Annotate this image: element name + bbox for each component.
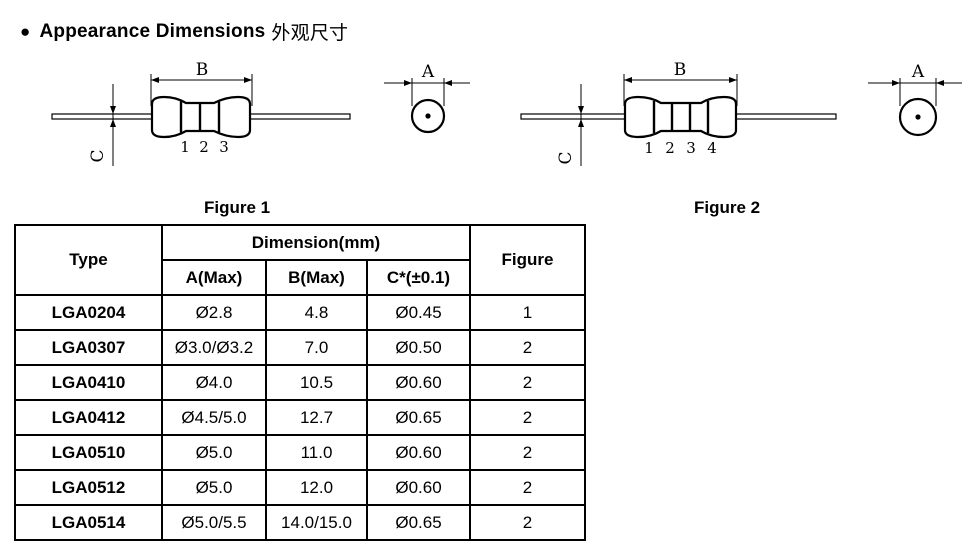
table-row: LGA0512 Ø5.0 12.0 Ø0.60 2 [14, 469, 586, 506]
figure2-caption: Figure 2 [694, 198, 761, 217]
cell-b: 7.0 [265, 329, 368, 366]
cell-a: Ø5.0 [161, 469, 267, 506]
figure2-label-b: B [674, 60, 687, 80]
figure2-end-view [868, 78, 962, 137]
cell-type: LGA0514 [14, 504, 163, 541]
heading-title: Appearance Dimensions [39, 20, 266, 42]
figure1-side-view [51, 74, 351, 166]
figure2-band-2: 2 [665, 139, 675, 157]
table-row: LGA0412 Ø4.5/5.0 12.7 Ø0.65 2 [14, 399, 586, 436]
figure1-band-3: 3 [219, 138, 229, 156]
header-dimension: Dimension(mm) [161, 224, 471, 261]
figure1-end-view [384, 78, 470, 134]
cell-b: 12.0 [265, 469, 368, 506]
cell-type: LGA0204 [14, 294, 163, 331]
cell-a: Ø5.0/5.5 [161, 504, 267, 541]
header-b-max: B(Max) [265, 259, 368, 296]
bullet-icon: ● [20, 21, 31, 41]
figure2-label-a: A [911, 62, 925, 82]
figure2-side-view [520, 74, 837, 166]
cell-c: Ø0.65 [366, 504, 471, 541]
figure2-band-3: 3 [686, 139, 696, 157]
figure1-band-1: 1 [180, 138, 190, 156]
cell-c: Ø0.45 [366, 294, 471, 331]
table-row: LGA0514 Ø5.0/5.5 14.0/15.0 Ø0.65 2 [14, 504, 586, 541]
figure1-label-a: A [421, 62, 435, 82]
cell-c: Ø0.60 [366, 364, 471, 401]
header-a-max: A(Max) [161, 259, 267, 296]
table-row: LGA0510 Ø5.0 11.0 Ø0.60 2 [14, 434, 586, 471]
dimension-table: Type Dimension(mm) Figure A(Max) B(Max) … [14, 224, 586, 541]
cell-figure: 2 [469, 399, 586, 436]
cell-a: Ø4.0 [161, 364, 267, 401]
heading-title-cn: 外观尺寸 [271, 22, 349, 44]
cell-figure: 2 [469, 504, 586, 541]
header-figure: Figure [469, 224, 586, 296]
table-row: LGA0307 Ø3.0/Ø3.2 7.0 Ø0.50 2 [14, 329, 586, 366]
cell-b: 10.5 [265, 364, 368, 401]
cell-a: Ø4.5/5.0 [161, 399, 267, 436]
figure2-band-1: 1 [644, 139, 654, 157]
figure2-band-4: 4 [707, 139, 717, 157]
cell-c: Ø0.60 [366, 469, 471, 506]
figure2-label-c: C [556, 151, 576, 164]
cell-c: Ø0.60 [366, 434, 471, 471]
cell-c: Ø0.65 [366, 399, 471, 436]
cell-figure: 2 [469, 364, 586, 401]
cell-type: LGA0512 [14, 469, 163, 506]
figure1-caption: Figure 1 [204, 198, 271, 217]
header-c-tolerance: C*(±0.1) [366, 259, 471, 296]
cell-type: LGA0410 [14, 364, 163, 401]
figure1-label-c: C [88, 149, 108, 162]
header-type: Type [14, 224, 163, 296]
cell-a: Ø3.0/Ø3.2 [161, 329, 267, 366]
cell-b: 12.7 [265, 399, 368, 436]
figure1-band-2: 2 [199, 138, 209, 156]
dimension-drawings: B C 1 2 3 A B C 1 2 3 4 [51, 60, 962, 166]
section-heading: ● Appearance Dimensions 外观尺寸 [20, 18, 348, 45]
cell-figure: 2 [469, 434, 586, 471]
cell-c: Ø0.50 [366, 329, 471, 366]
table-row: LGA0410 Ø4.0 10.5 Ø0.60 2 [14, 364, 586, 401]
cell-b: 14.0/15.0 [265, 504, 368, 541]
figure1-label-b: B [196, 60, 209, 80]
cell-type: LGA0412 [14, 399, 163, 436]
cell-a: Ø2.8 [161, 294, 267, 331]
cell-figure: 2 [469, 329, 586, 366]
cell-b: 4.8 [265, 294, 368, 331]
cell-type: LGA0510 [14, 434, 163, 471]
cell-figure: 2 [469, 469, 586, 506]
cell-figure: 1 [469, 294, 586, 331]
table-row: LGA0204 Ø2.8 4.8 Ø0.45 1 [14, 294, 586, 331]
cell-a: Ø5.0 [161, 434, 267, 471]
cell-type: LGA0307 [14, 329, 163, 366]
cell-b: 11.0 [265, 434, 368, 471]
